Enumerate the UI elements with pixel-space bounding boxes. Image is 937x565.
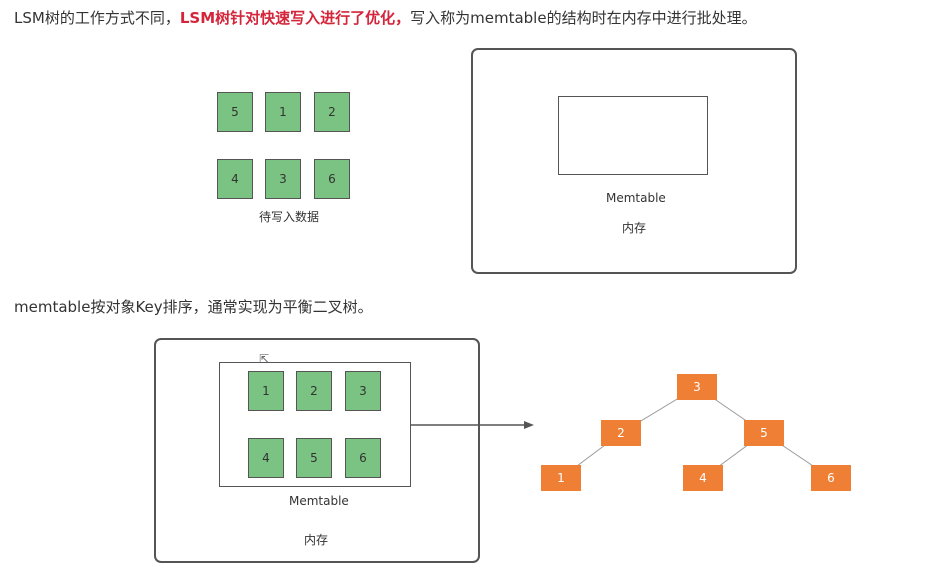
memory-label: 内存: [622, 221, 647, 235]
mouse-cursor-icon: ⇱: [259, 352, 270, 366]
tree-node: 3: [677, 374, 717, 400]
intro-text-highlight: LSM树针对快速写入进行了优化，: [179, 9, 411, 27]
memtable-description: memtable按对象Key排序，通常实现为平衡二叉树。: [14, 298, 373, 316]
tree-node: 6: [811, 465, 851, 491]
data-box: 3: [265, 159, 301, 199]
tree-node: 1: [541, 465, 581, 491]
data-box: 4: [217, 159, 253, 199]
intro-text-after: 写入称为memtable的结构时在内存中进行批处理。: [410, 9, 757, 27]
memory-label-2: 内存: [304, 533, 329, 547]
memtable-label-2: Memtable: [289, 494, 349, 508]
data-box: 5: [217, 92, 253, 132]
tree-node: 5: [744, 420, 784, 446]
tree-node: 2: [601, 420, 641, 446]
intro-text-before: LSM树的工作方式不同，: [14, 9, 180, 27]
data-box: 1: [248, 371, 284, 411]
data-box: 2: [314, 92, 350, 132]
tree-node: 4: [683, 465, 723, 491]
pending-data-caption: 待写入数据: [259, 210, 320, 224]
memtable-box: [558, 96, 708, 175]
data-box: 4: [248, 438, 284, 478]
data-box: 1: [265, 92, 301, 132]
intro-text: LSM树的工作方式不同，LSM树针对快速写入进行了优化，写入称为memtable…: [14, 7, 757, 28]
data-box: 3: [345, 371, 381, 411]
data-box: 6: [314, 159, 350, 199]
data-box: 2: [296, 371, 332, 411]
data-box: 5: [296, 438, 332, 478]
arrow-head-icon: [524, 421, 534, 429]
data-box: 6: [345, 438, 381, 478]
memtable-label: Memtable: [606, 191, 666, 205]
